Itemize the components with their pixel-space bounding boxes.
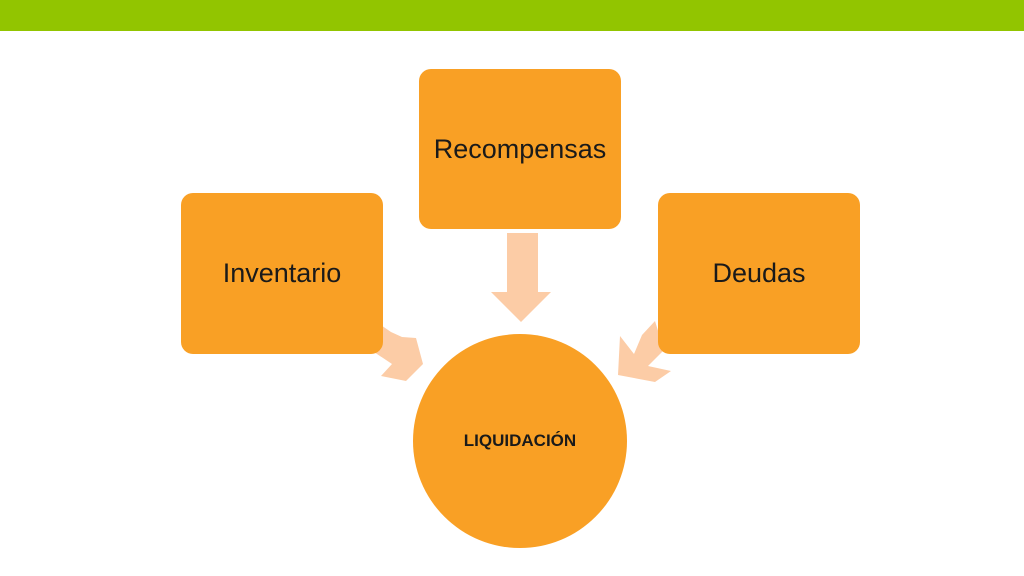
node-inventario-label: Inventario bbox=[222, 258, 342, 288]
node-liquidacion-label: LIQUIDACIÓN bbox=[463, 431, 577, 450]
node-recompensas-label: Recompensas bbox=[433, 133, 607, 164]
node-recompensas: Recompensas bbox=[419, 69, 621, 229]
node-liquidacion: LIQUIDACIÓN bbox=[413, 334, 627, 548]
arrow-deudas-to-center bbox=[618, 321, 671, 382]
arrow-inventario-to-center bbox=[374, 323, 423, 381]
node-deudas-label: Deudas bbox=[712, 258, 806, 288]
arrow-recompensas-to-center bbox=[491, 233, 551, 322]
node-inventario: Inventario bbox=[181, 193, 383, 354]
node-deudas: Deudas bbox=[658, 193, 860, 354]
top-accent-band bbox=[0, 0, 1024, 31]
